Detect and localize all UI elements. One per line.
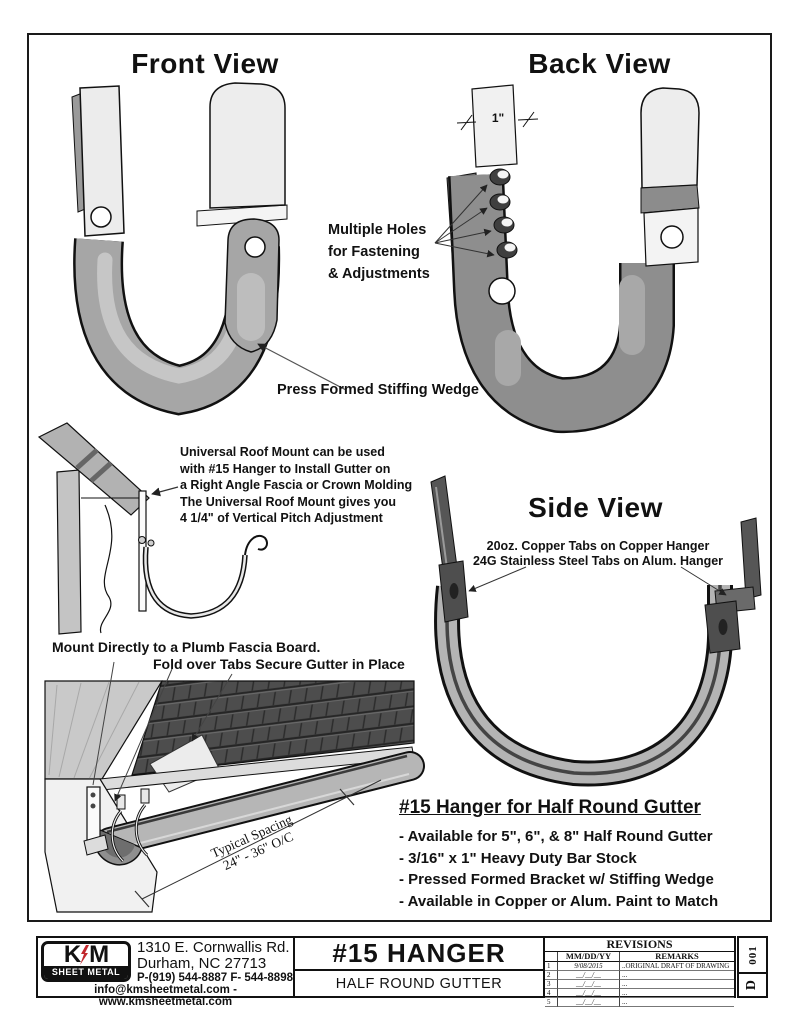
- title-block: K M SHEET METAL 1310 E. Cornwallis Rd. D…: [36, 936, 736, 1008]
- logo-letter-k: K: [63, 941, 81, 969]
- rev-row-remarks: ...: [620, 998, 734, 1007]
- back-view-title: Back View: [528, 48, 671, 79]
- rev-col-num: [545, 952, 558, 962]
- holes-leader-lines: [434, 184, 495, 258]
- back-right-hole: [660, 225, 684, 249]
- roof-mount-line4: The Universal Roof Mount gives you: [180, 494, 396, 509]
- phone-line: P-(919) 544-8887 F- 544-8898: [137, 971, 293, 984]
- bullet-1: - Available for 5", 6", & 8" Half Round …: [399, 828, 713, 845]
- fascia-mount-note-line1: Mount Directly to a Plumb Fascia Board.: [52, 639, 321, 655]
- front-view-title: Front View: [131, 48, 279, 79]
- sheet-size: D: [744, 979, 760, 990]
- back-view-drawing: [434, 84, 700, 434]
- mount-leader-line: [151, 486, 179, 497]
- product-bullets: - Available for 5", 6", & 8" Half Round …: [399, 826, 718, 912]
- address-line2: Durham, NC 27713: [137, 954, 267, 972]
- drawing-canvas: [37, 82, 762, 913]
- address-line1: 1310 E. Cornwallis Rd.: [137, 939, 290, 956]
- rev-row-remarks: ...: [620, 971, 734, 980]
- logo-subtitle: SHEET METAL: [44, 966, 128, 980]
- rev-col-date: MM/DD/YY: [558, 952, 620, 962]
- rev-row-num: 5: [545, 998, 558, 1007]
- drawing-border: [27, 33, 772, 922]
- km-logo: K M SHEET METAL: [41, 941, 131, 983]
- rev-row-date: __/__/__: [558, 998, 620, 1007]
- rev-row-num: 2: [545, 971, 558, 980]
- rev-row-remarks: ...: [620, 989, 734, 998]
- rev-row-date: 9/08/2015: [558, 962, 620, 971]
- front-left-hole: [90, 206, 112, 228]
- multiple-holes-line1: Multiple Holes: [328, 222, 427, 238]
- revisions-table: REVISIONS MM/DD/YY REMARKS 1 9/08/2015 .…: [545, 938, 734, 1007]
- bullet-3: - Pressed Formed Bracket w/ Stiffing Wed…: [399, 871, 714, 888]
- rev-row-num: 3: [545, 980, 558, 989]
- revisions-heading: REVISIONS: [545, 938, 734, 952]
- rev-row-remarks: ...: [620, 980, 734, 989]
- drawing-subtitle: HALF ROUND GUTTER: [335, 975, 503, 992]
- rev-row-date: __/__/__: [558, 989, 620, 998]
- side-left-slot: [449, 583, 459, 599]
- front-right-hole: [244, 236, 266, 258]
- dimension-ticks: [456, 111, 539, 131]
- side-view-drawing: [430, 475, 762, 787]
- fascia-mount-note-line2: Fold over Tabs Secure Gutter in Place: [153, 656, 405, 672]
- multiple-holes-line3: & Adjustments: [328, 266, 430, 282]
- rev-col-remarks: REMARKS: [620, 952, 734, 962]
- roof-mount-line5: 4 1/4" of Vertical Pitch Adjustment: [180, 511, 383, 525]
- roof-mount-drawing: [37, 422, 268, 635]
- back-large-hole: [488, 277, 516, 305]
- roof-mount-line1: Universal Roof Mount can be used: [180, 445, 385, 459]
- logo-letter-m: M: [89, 941, 109, 969]
- tab-leader-left: [468, 566, 527, 592]
- bullet-4: - Available in Copper or Alum. Paint to …: [399, 892, 719, 910]
- adjustment-holes: [489, 168, 518, 259]
- side-view-title: Side View: [528, 492, 663, 523]
- rev-row-date: __/__/__: [558, 980, 620, 989]
- one-inch-dimension: 1": [491, 111, 505, 125]
- rev-row-date: __/__/__: [558, 971, 620, 980]
- stiffing-wedge-note: Press Formed Stiffing Wedge: [277, 382, 479, 398]
- roof-mount-line2: with #15 Hanger to Install Gutter on: [180, 461, 391, 476]
- front-view-drawing: [71, 82, 347, 416]
- copper-tabs-note: 20oz. Copper Tabs on Copper Hanger 24G S…: [438, 539, 758, 569]
- side-right-slot: [718, 619, 728, 635]
- rev-row-remarks: ..ORIGINAL DRAFT OF DRAWING: [620, 962, 734, 971]
- sheet-number: 001: [746, 945, 759, 965]
- wedge-leader-line: [257, 343, 347, 391]
- tab-leader-right: [680, 566, 727, 596]
- gutter-bead-curl: [244, 534, 268, 556]
- roof-mount-note: Universal Roof Mount can be used with #1…: [180, 444, 412, 527]
- lightning-bolt-icon: [80, 945, 90, 966]
- multiple-holes-note: Multiple Holes for Fastening & Adjustmen…: [328, 219, 430, 285]
- product-heading: #15 Hanger for Half Round Gutter: [399, 797, 701, 818]
- drawing-title: #15 HANGER: [295, 938, 543, 972]
- roof-install-drawing: [44, 661, 425, 913]
- roof-mount-line3: a Right Angle Fascia or Crown Molding: [180, 478, 413, 492]
- copper-tabs-line2: 24G Stainless Steel Tabs on Alum. Hanger: [472, 554, 724, 568]
- sheet-id-block: 001 D: [737, 936, 768, 998]
- multiple-holes-line2: for Fastening: [328, 244, 420, 260]
- company-block: K M SHEET METAL 1310 E. Cornwallis Rd. D…: [38, 938, 293, 1008]
- bullet-2: - 3/16" x 1" Heavy Duty Bar Stock: [399, 849, 637, 867]
- copper-tabs-line1: 20oz. Copper Tabs on Copper Hanger: [486, 539, 710, 553]
- rev-row-num: 1: [545, 962, 558, 971]
- website-line: info@kmsheetmetal.com - www.kmsheetmetal…: [94, 983, 237, 1008]
- company-address: 1310 E. Cornwallis Rd. Durham, NC 27713 …: [137, 940, 293, 984]
- rev-row-num: 4: [545, 989, 558, 998]
- drawing-title-block: #15 HANGER HALF ROUND GUTTER: [293, 938, 545, 996]
